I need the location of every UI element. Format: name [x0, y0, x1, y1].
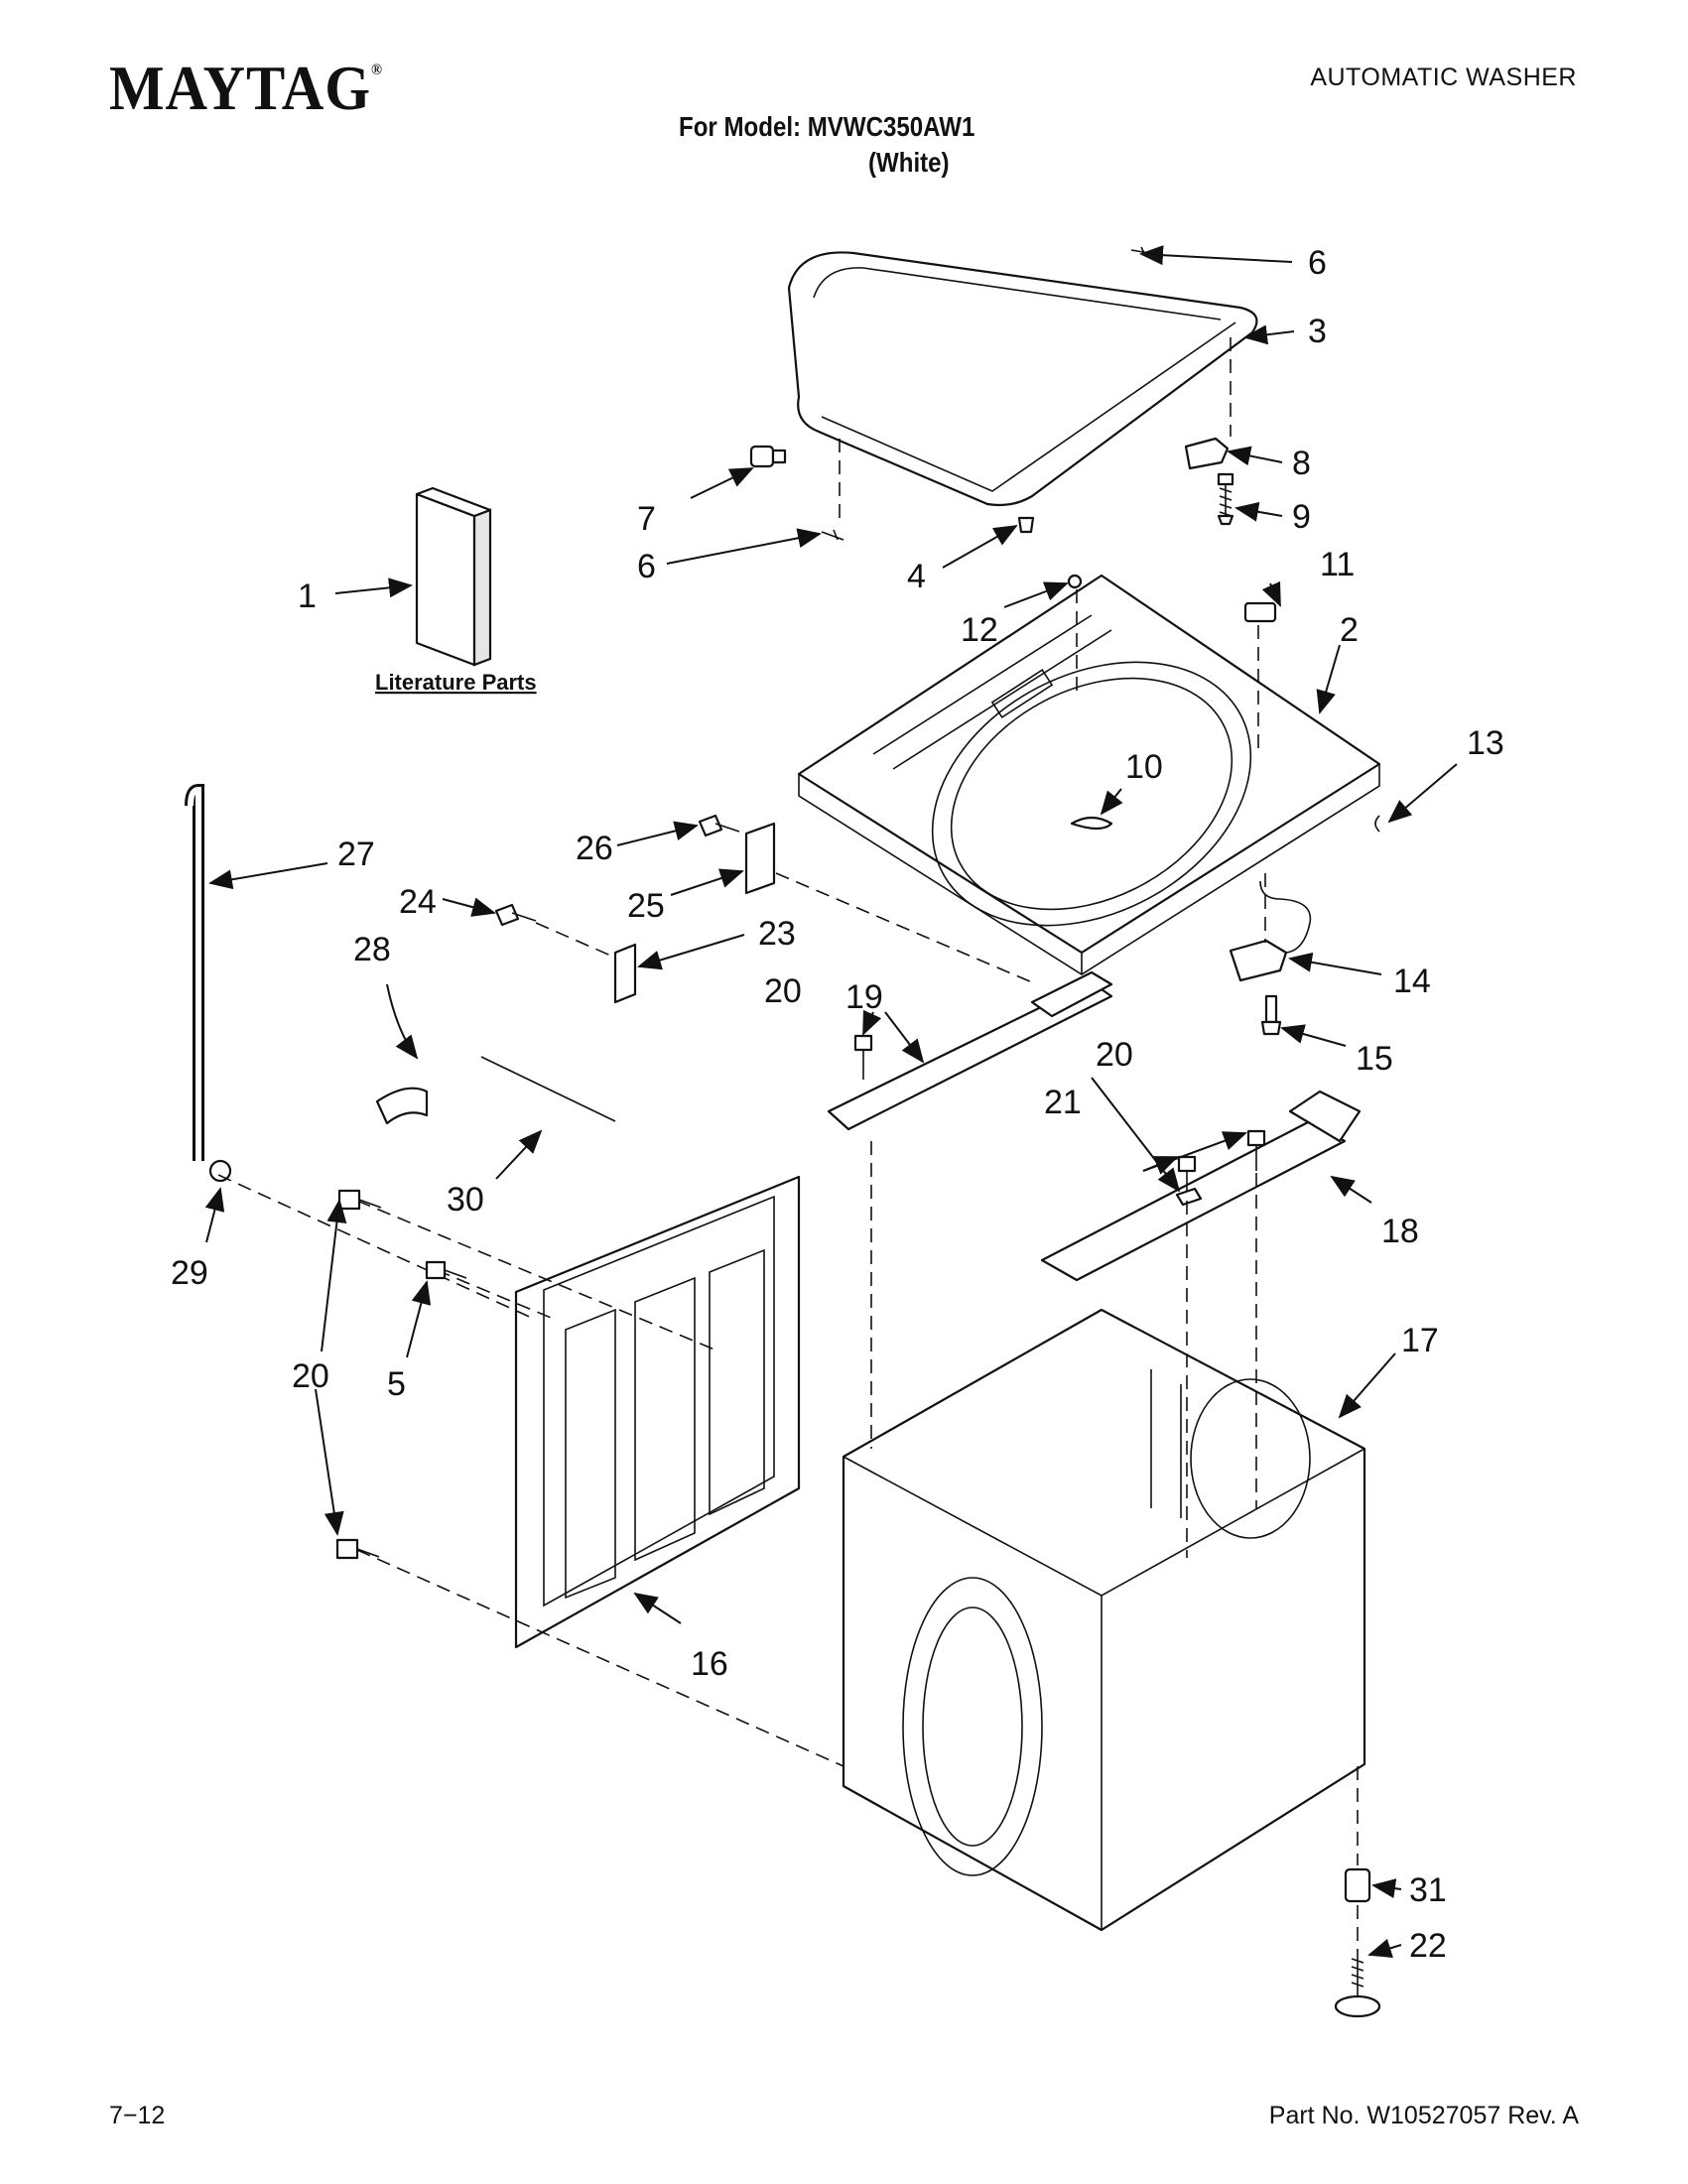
callout-3: 3	[1308, 313, 1327, 350]
callout-20-rear: 20	[1096, 1036, 1133, 1074]
callout-1: 1	[298, 578, 317, 615]
model-color: (White)	[868, 147, 950, 178]
hinge-pin-left	[821, 529, 844, 541]
front-brace	[827, 970, 1113, 1131]
spacer-21	[1175, 1187, 1203, 1207]
callout-5: 5	[387, 1365, 406, 1403]
screw-20-upper	[337, 1189, 382, 1211]
wire-clip	[1374, 815, 1380, 833]
callout-30: 30	[447, 1181, 484, 1219]
callout-19: 19	[845, 978, 883, 1016]
screw-20-rear-b	[1246, 1129, 1266, 1171]
callout-29: 29	[171, 1254, 208, 1292]
rear-panel	[514, 1175, 801, 1649]
callout-20-front: 20	[764, 972, 802, 1010]
screw-5	[425, 1260, 467, 1280]
callout-16: 16	[691, 1645, 728, 1683]
hose-guide	[375, 1087, 429, 1125]
callout-24: 24	[399, 883, 437, 921]
washer-lid	[787, 251, 1258, 507]
callout-6-left: 6	[637, 548, 656, 585]
callout-9: 9	[1292, 498, 1311, 536]
callout-26: 26	[576, 830, 613, 867]
callout-17: 17	[1401, 1322, 1439, 1359]
leveling-leg	[1334, 1955, 1381, 2018]
rear-brace	[1040, 1090, 1362, 1282]
callout-20-left: 20	[292, 1357, 329, 1395]
callout-31: 31	[1409, 1871, 1447, 1909]
bracket-23	[613, 943, 637, 1004]
part-number: Part No. W10527057 Rev. A	[1268, 2102, 1579, 2129]
callout-2: 2	[1340, 611, 1359, 649]
callout-10: 10	[1125, 748, 1163, 786]
page-number: 7−12	[109, 2102, 166, 2129]
screw-20-front	[853, 1034, 873, 1080]
hose-strap	[480, 1056, 616, 1122]
screw-24	[494, 903, 537, 927]
callout-22: 22	[1409, 1927, 1447, 1965]
leg-bushing	[1344, 1867, 1371, 1903]
lid-hinge	[749, 445, 787, 468]
callout-14: 14	[1393, 963, 1431, 1000]
callout-8: 8	[1292, 445, 1311, 482]
callout-13: 13	[1467, 724, 1504, 762]
lid-switch-assembly	[1229, 880, 1312, 982]
hose-clamp	[208, 1159, 232, 1183]
top-panel	[797, 574, 1381, 975]
bracket-25	[744, 822, 776, 895]
callout-12: 12	[961, 611, 998, 649]
callout-7: 7	[637, 500, 656, 538]
literature-parts-label: Literature Parts	[375, 670, 537, 695]
screw-20-lower	[335, 1538, 380, 1560]
callout-4: 4	[907, 558, 926, 595]
callout-6-top: 6	[1308, 244, 1327, 282]
brand-logo: MAYTAG®	[109, 53, 383, 123]
lid-lock-switch	[1184, 437, 1230, 470]
lid-bumper	[1017, 516, 1035, 534]
literature-booklet	[415, 486, 492, 667]
callout-28: 28	[353, 931, 391, 968]
top-screw	[1067, 574, 1083, 589]
document-type: AUTOMATIC WASHER	[1310, 64, 1577, 91]
lid-strike	[1243, 601, 1277, 623]
callout-21: 21	[1044, 1084, 1082, 1121]
switch-screw	[1217, 472, 1234, 526]
callout-15: 15	[1356, 1040, 1393, 1078]
bleach-dispenser	[1070, 816, 1113, 831]
callout-27: 27	[337, 835, 375, 873]
callout-11: 11	[1320, 546, 1355, 583]
callout-18: 18	[1381, 1213, 1419, 1250]
callout-25: 25	[627, 887, 665, 925]
model-title: For Model: MVWC350AW1	[679, 111, 975, 142]
callout-23: 23	[758, 915, 796, 953]
screw-26	[698, 814, 740, 837]
washer-cabinet	[842, 1308, 1366, 1932]
switch-mount-screw	[1260, 994, 1282, 1036]
